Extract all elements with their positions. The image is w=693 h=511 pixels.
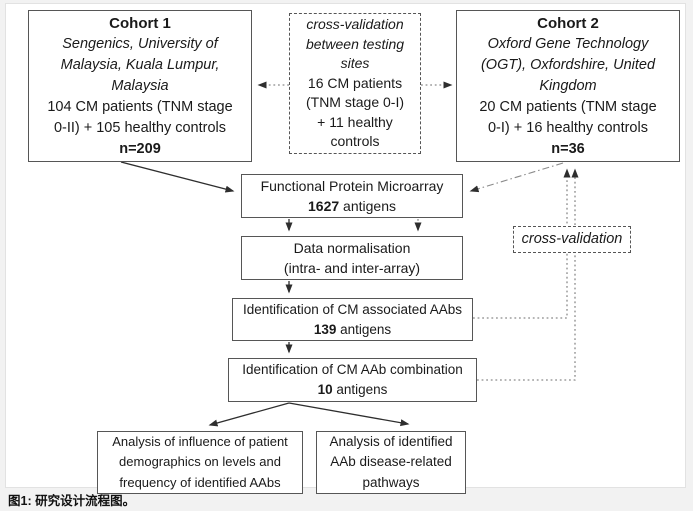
cohort2-title: Cohort 2	[537, 14, 599, 32]
cohort1-box: Cohort 1 Sengenics, University of Malays…	[28, 10, 252, 162]
cohort2-box: Cohort 2 Oxford Gene Technology (OGT), O…	[456, 10, 680, 162]
crossvalidation-label-box: cross-validation	[513, 226, 631, 253]
fpm-title: Functional Protein Microarray	[260, 177, 444, 194]
crossvalidation-label: cross-validation	[521, 230, 623, 247]
data-normalisation-subtitle: (intra- and inter-array)	[283, 260, 421, 276]
analysis-demographics-box: Analysis of influence of patient demogra…	[97, 431, 303, 494]
identification-combination-box: Identification of CM AAb combination 10 …	[228, 358, 477, 402]
crossvalidation-samples-box: cross-validation between testing sites 1…	[289, 13, 421, 154]
analysis-demographics-text: Analysis of influence of patient demogra…	[112, 433, 288, 490]
identification-aabs-count: 139 antigens	[313, 321, 392, 337]
analysis-pathways-box: Analysis of identified AAb disease-relat…	[316, 431, 466, 494]
identification-aabs-box: Identification of CM associated AAbs 139…	[232, 298, 473, 341]
crossvalidation-patients: 16 CM patients (TNM stage 0-I) + 11 heal…	[305, 74, 404, 150]
identification-aabs-title: Identification of CM associated AAbs	[242, 301, 463, 317]
cohort2-count: n=36	[551, 140, 585, 157]
cohort1-patients: 104 CM patients (TNM stage 0-II) + 105 h…	[47, 98, 233, 136]
identification-combination-count: 10 antigens	[317, 382, 388, 397]
cohort2-patients: 20 CM patients (TNM stage 0-I) + 16 heal…	[479, 98, 657, 136]
data-normalisation-title: Data normalisation	[293, 239, 411, 256]
cohort1-count: n=209	[119, 140, 161, 157]
identification-combination-title: Identification of CM AAb combination	[242, 362, 463, 377]
data-normalisation-box: Data normalisation (intra- and inter-arr…	[241, 236, 463, 280]
fpm-antigen-count: 1627 antigens	[308, 198, 396, 214]
cohort2-site: Oxford Gene Technology (OGT), Oxfordshir…	[480, 35, 656, 94]
cohort1-title: Cohort 1	[109, 14, 171, 32]
crossvalidation-note: cross-validation between testing sites	[305, 16, 405, 72]
analysis-pathways-text: Analysis of identified AAb disease-relat…	[329, 433, 453, 490]
cohort1-site: Sengenics, University of Malaysia, Kuala…	[60, 35, 220, 94]
fpm-box: Functional Protein Microarray 1627 antig…	[241, 174, 463, 218]
figure-caption: 图1: 研究设计流程图。	[8, 494, 136, 508]
